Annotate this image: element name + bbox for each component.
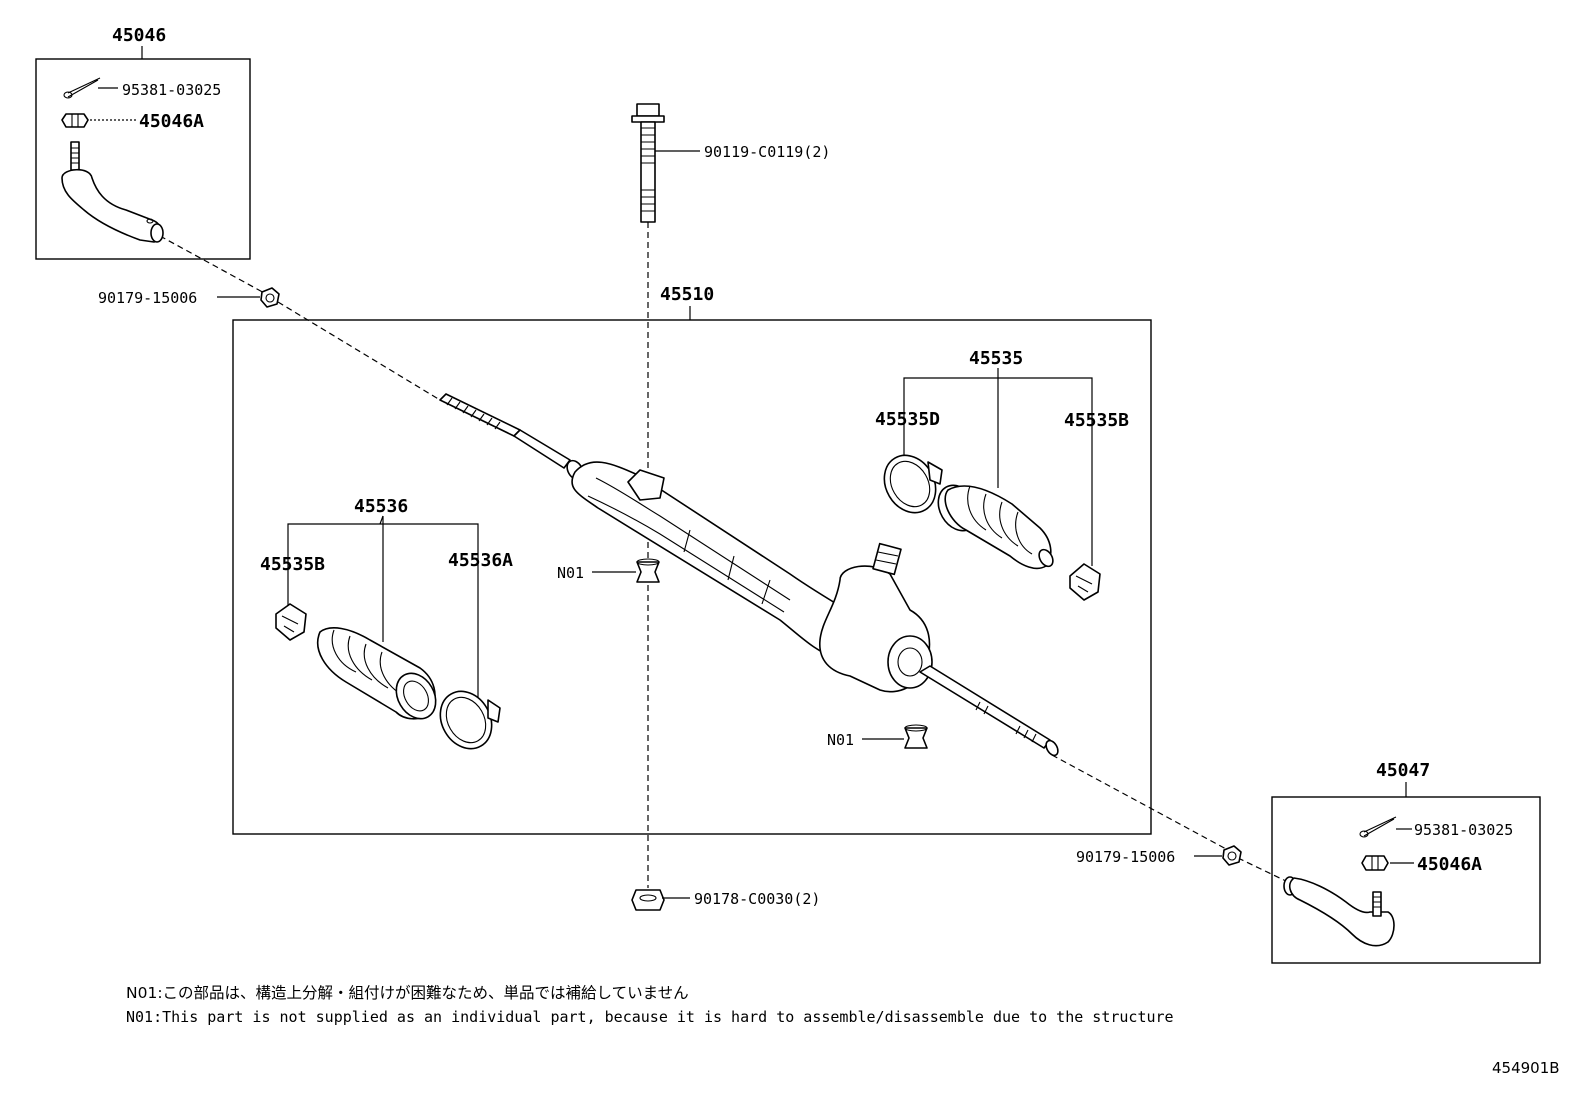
boot-clip-lh-icon — [275, 603, 307, 641]
boot-lh-icon — [316, 627, 437, 720]
cotter-pin-lh-label: 95381-03025 — [122, 81, 221, 99]
boot-set-rh-label: 45535 — [969, 348, 1023, 369]
n01-upper-bushing-icon — [636, 558, 660, 583]
tie-rod-end-lh-icon — [61, 141, 164, 243]
steering-rack-icon — [439, 393, 1059, 757]
boot-clamp-a-icon — [439, 690, 501, 750]
cotter-pin-rh-label: 95381-03025 — [1414, 821, 1513, 839]
tie-rod-end-lh-frame — [35, 58, 251, 260]
n01-lower-label: N01 — [827, 731, 854, 749]
castle-nut-lh-icon — [61, 113, 89, 128]
assembly-line-lh — [159, 235, 269, 296]
bolt-label: 90119-C0119(2) — [704, 143, 830, 161]
cotter-pin-lh-icon — [63, 77, 101, 99]
bolt-icon — [631, 103, 665, 223]
n01-upper-label: N01 — [557, 564, 584, 582]
tie-rod-end-rh-label: 45047 — [1376, 760, 1430, 781]
assembly-line-rh — [1051, 754, 1229, 851]
nut-lh-label: 45046A — [139, 111, 204, 132]
boot-clip-rh-icon — [1069, 563, 1101, 601]
boot-clamp-d-label: 45535D — [875, 409, 940, 430]
lock-nut-rh-icon — [1222, 845, 1242, 866]
lock-nut-lh-label: 90179-15006 — [98, 289, 197, 307]
diagram-id: 454901B — [1492, 1059, 1560, 1077]
boot-clamp-a-label: 45536A — [448, 550, 513, 571]
rack-assembly-label: 45510 — [660, 284, 714, 305]
cotter-pin-rh-icon — [1359, 816, 1397, 838]
lock-nut-lh-icon — [260, 287, 280, 308]
boot-clip-rh-label: 45535B — [1064, 410, 1129, 431]
note-english: N01:This part is not supplied as an indi… — [126, 1008, 1174, 1026]
bottom-nut-icon — [631, 889, 665, 911]
boot-clamp-d-icon — [883, 454, 943, 514]
bottom-nut-label: 90178-C0030(2) — [694, 890, 820, 908]
boot-clip-lh-label: 45535B — [260, 554, 325, 575]
boot-set-lh-label: 45536 — [354, 496, 408, 517]
nut-rh-label: 45046A — [1417, 854, 1482, 875]
rack-assembly-frame — [232, 319, 1152, 835]
tie-rod-end-rh-icon — [1283, 876, 1395, 947]
boot-rh-icon — [937, 484, 1054, 570]
castle-nut-rh-icon — [1361, 855, 1389, 871]
lock-nut-rh-label: 90179-15006 — [1076, 848, 1175, 866]
tie-rod-end-lh-label: 45046 — [112, 25, 166, 46]
note-japanese: N01:この部品は、構造上分解・組付けが困難なため、単品では補給していません — [126, 984, 689, 1002]
n01-lower-bushing-icon — [904, 724, 928, 749]
